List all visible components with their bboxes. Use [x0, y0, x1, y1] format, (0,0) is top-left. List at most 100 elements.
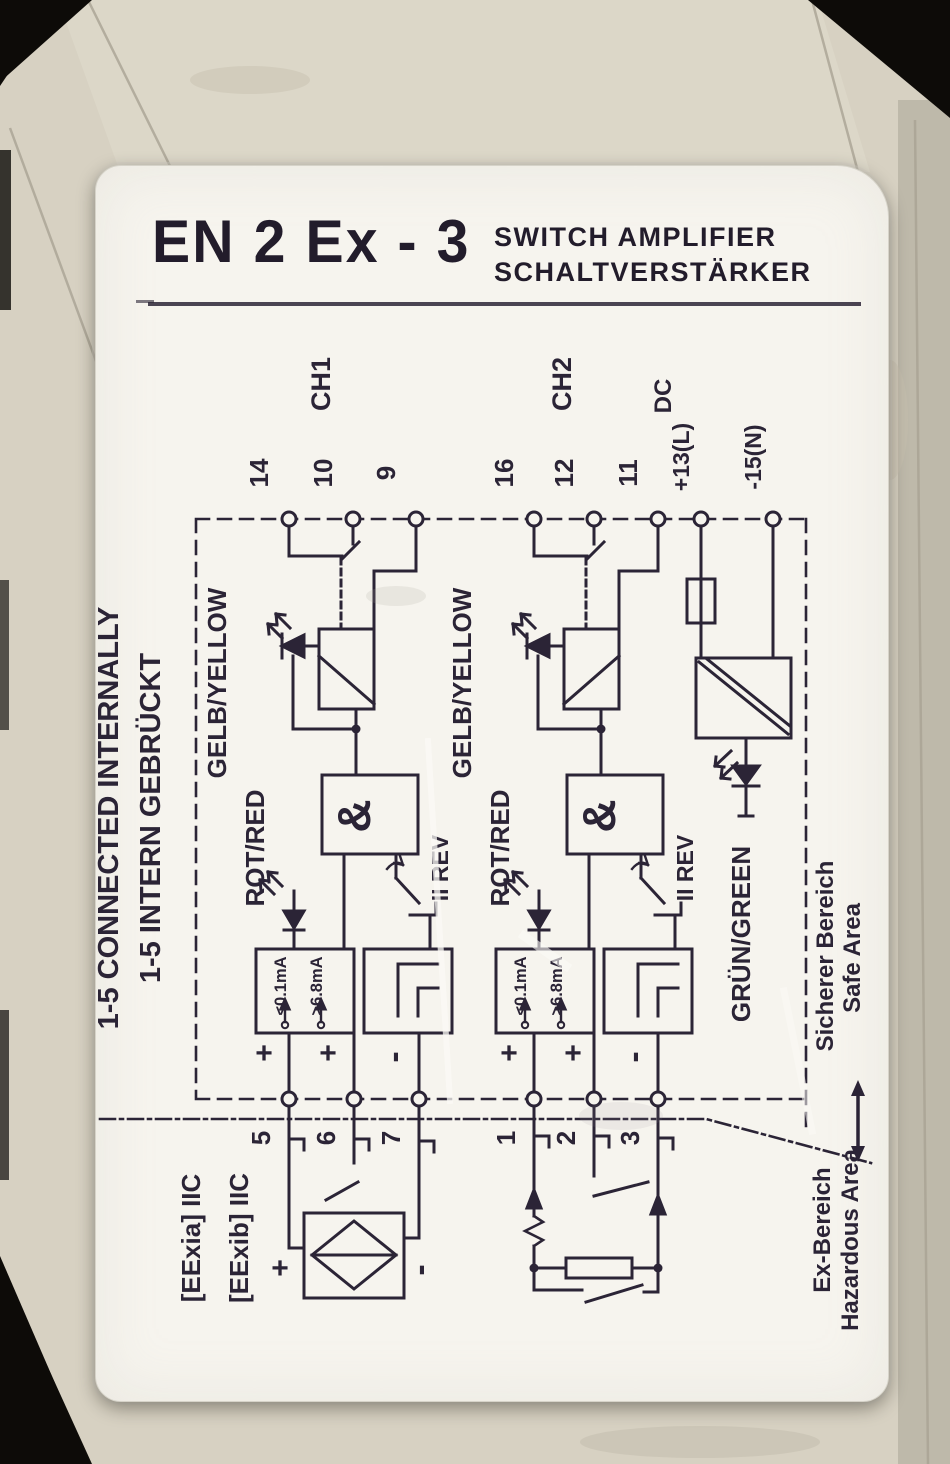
relay-box — [562, 627, 621, 711]
internal-note-de: 1-5 INTERN GEBRÜCKT — [134, 653, 167, 984]
label-wear-marks — [366, 586, 817, 1136]
led-emission-arrows — [502, 869, 530, 897]
top-terminal-circles — [280, 510, 782, 528]
relay-contact-diagonal — [316, 653, 377, 707]
ex-certification-ib: [EExib] IIC — [224, 1173, 254, 1303]
bottom-terminal-circles — [280, 1090, 667, 1108]
sensor-circuit-ch1 — [287, 1104, 436, 1300]
scratch-mark — [779, 986, 817, 1136]
hazardous-area-label-de: Ex-Bereich — [809, 1167, 836, 1292]
terminal-label-11: 11 — [613, 459, 643, 487]
top-terminal-labels: 14 10 9 16 12 11 +13(L) -15(N) CH1 CH2 D… — [244, 357, 766, 491]
and-gate-box — [565, 773, 665, 856]
yellow-led-icon — [278, 632, 306, 660]
sensor-2-wires — [532, 1104, 675, 1304]
channel-1-error-led-label: ROT/RED — [240, 790, 270, 907]
threshold-box — [254, 947, 356, 1035]
internal-note-en: 1-5 CONNECTED INTERNALLY — [96, 607, 125, 1030]
scratch-mark — [517, 929, 573, 973]
namur-sensor-box — [302, 1211, 406, 1300]
terminal-label-1: 1 — [491, 1131, 521, 1145]
led-emission-arrows — [712, 748, 740, 781]
polarity-minus: - — [615, 1051, 653, 1062]
terminal-label-12: 12 — [549, 459, 579, 488]
switch-actuation-squiggle-arrow — [630, 854, 650, 871]
hazardous-area-boundary-line — [98, 1117, 873, 1165]
device-right-edge-shade — [898, 100, 950, 1464]
surface-smudge-1 — [190, 66, 310, 94]
photo-corner-top-left — [0, 0, 92, 82]
sensor-ch1-text: + - [EExia] IIC [EExib] IIC — [176, 1173, 439, 1303]
channel-1-circuit — [254, 524, 454, 1094]
terminal-label-13L: +13(L) — [668, 423, 694, 491]
terminal-13L — [692, 510, 710, 528]
terminal-10 — [344, 510, 362, 528]
channel-2-error-led-label: ROT/RED — [485, 790, 515, 907]
terminal-5 — [280, 1090, 298, 1108]
converter-diagonal-lines — [696, 656, 793, 737]
threshold-marker-arrowhead — [278, 996, 292, 1011]
scratch-mark — [424, 737, 454, 1105]
led-emission-arrows — [257, 869, 285, 897]
sensor-polarity-plus: + — [271, 1252, 289, 1285]
threshold-marker-arrowhead — [314, 996, 328, 1011]
terminal-label-9: 9 — [371, 466, 401, 480]
title-underline-tick — [136, 300, 154, 303]
current-direction-arrow — [524, 1185, 544, 1210]
bottom-terminal-labels: 5 6 7 1 2 3 — [246, 1131, 645, 1145]
smudge-mark — [366, 586, 426, 606]
sensor-polarity-minus: - — [401, 1264, 439, 1275]
polarity-plus: + — [564, 1037, 582, 1070]
terminal-label-6: 6 — [311, 1131, 341, 1145]
terminal-label-15N: -15(N) — [740, 424, 766, 489]
housing-seam-lines — [8, 0, 930, 1464]
terminal-label-3: 3 — [615, 1131, 645, 1145]
polarity-plus: + — [255, 1037, 273, 1070]
area-labels: Sicherer Bereich Safe Area Ex-Bereich Ha… — [809, 861, 866, 1331]
channel-1-and-gate-symbol: & — [328, 799, 380, 832]
terminal-label-7: 7 — [376, 1131, 406, 1145]
terminal-9 — [407, 510, 425, 528]
area-boundary-arrowhead-down — [851, 1146, 865, 1162]
threshold-box — [494, 947, 596, 1035]
threshold-marker-circle — [556, 1020, 566, 1030]
model-number: EN 2 Ex - 3 — [152, 207, 471, 276]
title-underline — [148, 302, 861, 306]
sensor-circuit-ch2 — [522, 1104, 675, 1304]
channel-2-wires — [532, 524, 683, 1094]
green-led-wires — [737, 736, 755, 818]
terminal-15N — [764, 510, 782, 528]
photo-edge-shadow-2 — [0, 580, 9, 730]
junction-dot — [653, 1263, 663, 1273]
hysteresis-box — [362, 947, 454, 1035]
wiring-schematic: 14 10 9 16 12 11 +13(L) -15(N) CH1 CH2 D… — [96, 357, 873, 1331]
polarity-minus: - — [375, 1051, 413, 1062]
terminal-6 — [345, 1090, 363, 1108]
channel-2-output-led-label: GELB/YELLOW — [447, 587, 477, 778]
channel-1-threshold-low: <0.1mA — [272, 956, 290, 1015]
terminal-11 — [649, 510, 667, 528]
led-emission-arrows — [265, 611, 293, 641]
dc-supply-label: DC — [650, 379, 677, 414]
threshold-marker-circle — [520, 1020, 530, 1030]
and-gate-box — [320, 773, 420, 856]
channel-2-threshold-high: >6.8mA — [548, 956, 566, 1015]
terminal-3 — [649, 1090, 667, 1108]
surface-smudge-2 — [580, 1426, 820, 1458]
terminal-label-5: 5 — [246, 1131, 276, 1145]
channel-1-threshold-high: >6.8mA — [308, 956, 326, 1015]
device-face-highlight — [58, 0, 870, 172]
relay-contact-diagonal — [561, 653, 622, 707]
led-emission-arrows — [510, 611, 538, 641]
parallel-resistor-box — [564, 1256, 634, 1280]
product-label-sticker: EN 2 Ex - 3 SWITCH AMPLIFIER SCHALTVERST… — [95, 165, 889, 1402]
power-converter-box — [694, 656, 793, 740]
channel-1-output-led-label: GELB/YELLOW — [202, 587, 232, 778]
hysteresis-glyph — [396, 962, 440, 1018]
hazardous-area-label-en: Hazardous Area — [837, 1148, 864, 1330]
channel-1-name: CH1 — [306, 357, 336, 411]
channel-2-rev-label: II REV — [672, 834, 698, 901]
terminal-12 — [585, 510, 603, 528]
ex-certification-ia: [EExia] IIC — [176, 1173, 206, 1302]
switch-actuation-squiggle-arrow — [385, 854, 405, 871]
